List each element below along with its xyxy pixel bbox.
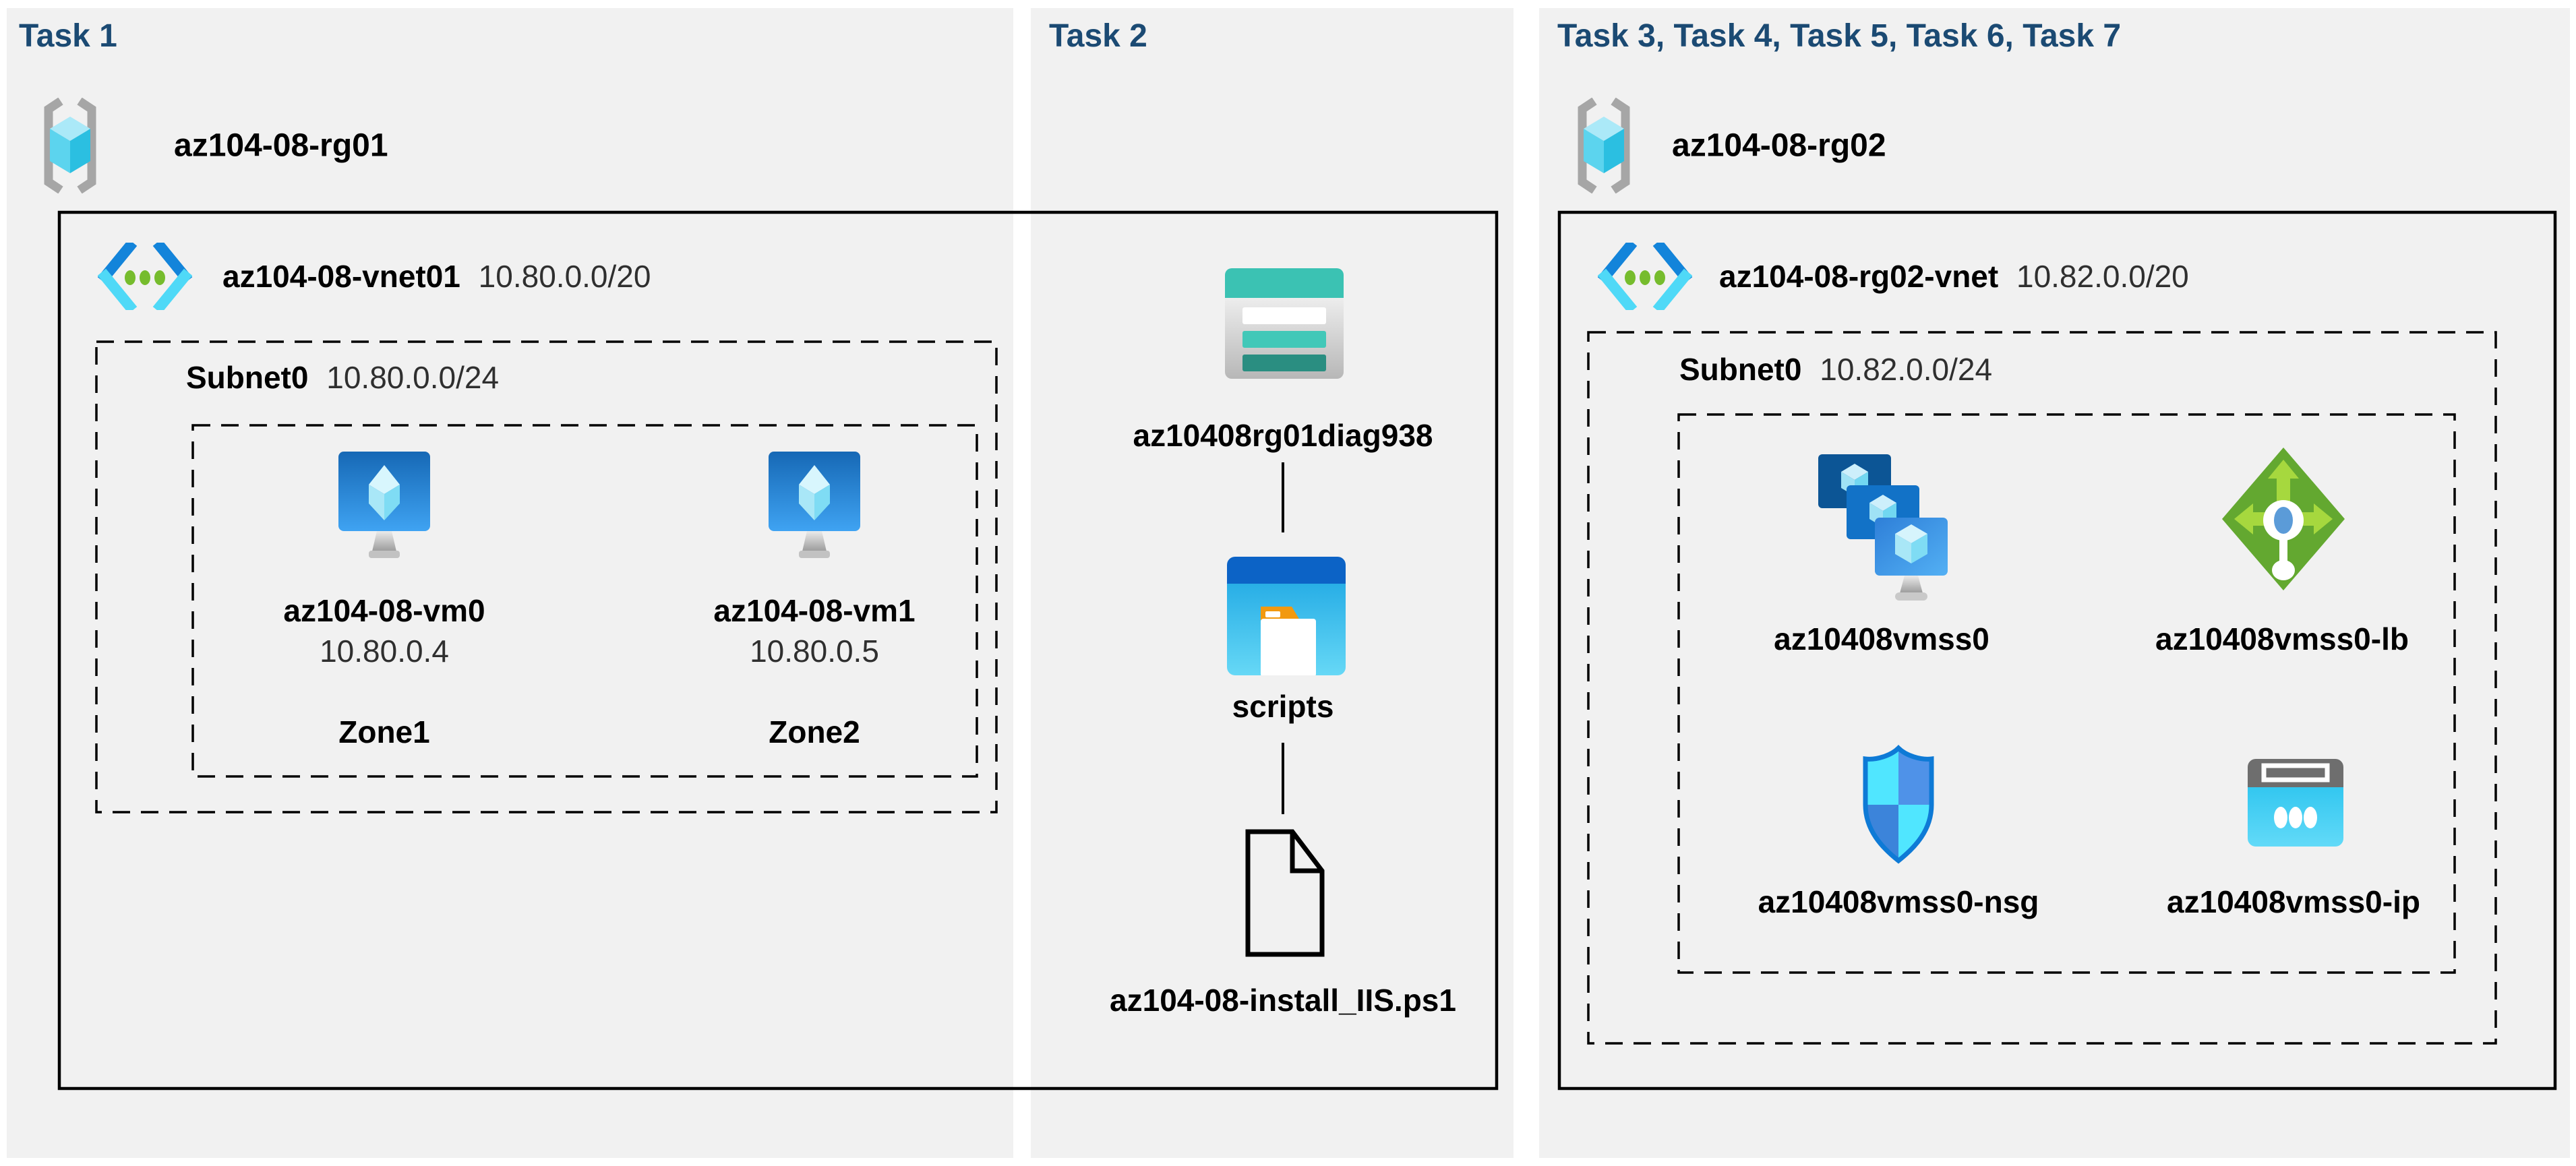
subnet-cidr: 10.80.0.0/24 [326,360,500,395]
task1-panel [7,8,1013,1158]
subnet-label: Subnet0 10.82.0.0/24 [1679,351,1992,388]
vnet-label: az104-08-vnet01 10.80.0.0/20 [222,258,651,295]
load-balancer-icon [2219,445,2347,593]
storage-account-icon [1224,267,1345,380]
task3-subnet0-box [1587,331,2497,1045]
task1-subnet0-box [95,340,998,814]
public-ip-name: az10408vmss0-ip [2167,884,2420,919]
virtual-network-icon [1594,243,1696,310]
public-ip-icon [2246,758,2345,848]
resource-group-icon [1574,98,1634,193]
nsg-name: az10408vmss0-nsg [1758,884,2039,919]
vnet-name: az104-08-vnet01 [222,259,460,294]
script-file-icon [1242,826,1327,960]
task3-resource-group-box [1677,413,2456,974]
network-security-group-icon [1856,745,1941,865]
load-balancer-name: az10408vmss0-lb [2155,621,2409,656]
vm-name: az104-08-vm0 [283,593,485,628]
vm-scale-set-icon [1817,453,1948,603]
task3-title: Task 3, Task 4, Task 5, Task 6, Task 7 [1557,18,2122,54]
virtual-network-icon [94,243,196,310]
virtual-machine-icon [337,450,431,566]
subnet-cidr: 10.82.0.0/24 [1820,352,1993,387]
vm-ip: 10.80.0.5 [750,634,879,669]
vm-zone: Zone1 [338,714,430,749]
subnet-name: Subnet0 [186,360,309,395]
task2-title: Task 2 [1049,18,1147,54]
vm-zone: Zone2 [769,714,860,749]
vmss-name: az10408vmss0 [1774,621,1989,656]
vnet-cidr: 10.82.0.0/20 [2016,259,2189,294]
vm-ip: 10.80.0.4 [320,634,449,669]
vnet-cidr: 10.80.0.0/20 [478,259,651,294]
task1-task2-vnet-box [57,210,1499,1091]
task1-title: Task 1 [19,18,117,54]
resource-group-name: az104-08-rg02 [1672,127,1886,164]
resource-group-icon [40,98,100,193]
vnet-name: az104-08-rg02-vnet [1719,259,1999,294]
subnet-name: Subnet0 [1679,352,1802,387]
container-name: scripts [1232,689,1334,724]
task3-panel [1539,8,2570,1158]
vnet-label: az104-08-rg02-vnet 10.82.0.0/20 [1719,258,2189,295]
resource-group-name: az104-08-rg01 [174,127,388,164]
storage-account-name: az10408rg01diag938 [1133,418,1433,453]
blob-container-icon [1226,555,1347,677]
vm-name: az104-08-vm1 [713,593,916,628]
script-file-name: az104-08-install_IIS.ps1 [1110,983,1456,1018]
virtual-machine-icon [767,450,862,566]
task3-vnet-box [1557,210,2557,1091]
subnet-label: Subnet0 10.80.0.0/24 [186,359,499,396]
